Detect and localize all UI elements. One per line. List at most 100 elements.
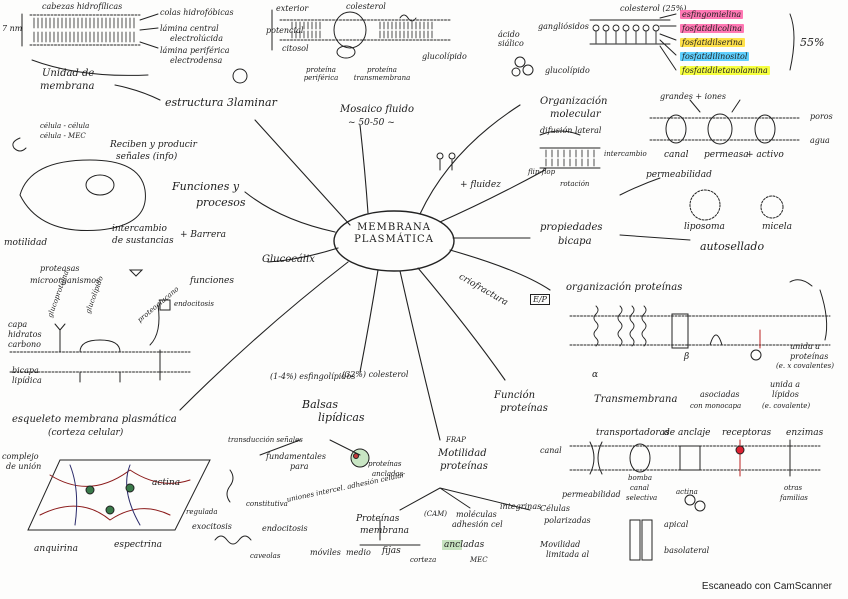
motility-branches — [359, 487, 653, 561]
label-glucocalix: Glucocálix — [262, 254, 315, 265]
label-flip-flop: flip-flop — [528, 168, 556, 176]
cell-sketch — [12, 137, 146, 232]
protein-organization — [569, 279, 831, 361]
label-esqueleto: esqueleto membrana plasmática — [12, 414, 177, 425]
label-barrera: + Barrera — [180, 230, 226, 240]
label-reciben: Reciben y producir — [110, 140, 197, 150]
label-bomba: bomba — [628, 474, 652, 482]
label-constitutiva: constitutiva — [246, 500, 288, 508]
label-anquirina: anquirina — [34, 544, 78, 554]
label-exocitosis: exocitosis — [192, 522, 232, 531]
label-lipidica: lipídica — [12, 376, 42, 385]
label-funcion-proteinas: proteínas — [500, 403, 548, 414]
label-proteina-periferica: proteína periférica — [303, 66, 339, 82]
label-carbono: carbono — [8, 340, 41, 349]
label-funciones-title: Funciones y — [172, 180, 240, 193]
label-gangliosidos: gangliósidos — [538, 22, 589, 31]
label-unida-proteinas: unida a — [790, 342, 821, 351]
label-hidratos: hidratos — [8, 330, 42, 339]
label-liposoma: liposoma — [684, 222, 725, 232]
label-autosellado: autosellado — [700, 240, 765, 253]
label-basolateral: basolateral — [664, 546, 710, 555]
label-senales: señales (info) — [116, 152, 178, 162]
label-molecular: molecular — [550, 109, 601, 120]
label-balsas-title: Balsas — [302, 398, 339, 411]
label-unida-lipidos: unida a — [770, 380, 801, 389]
label-funcion: Función — [494, 390, 536, 401]
label-unidad2: membrana — [40, 81, 95, 92]
label-balsas-lipidicas: lipídicas — [318, 411, 365, 424]
glycocalyx-diagram — [9, 269, 191, 383]
label-ancladas-balsas: ancladas — [372, 470, 404, 478]
label-sustancias: de sustancias — [112, 236, 174, 246]
label-transportadoras: transportadoras — [596, 428, 670, 438]
label-familias: familias — [780, 494, 808, 502]
label-frap: FRAP — [446, 436, 466, 444]
label-microorganismos: microorganismos — [30, 276, 101, 285]
label-corteza: (corteza celular) — [48, 428, 124, 438]
label-asociadas2: con monocapa — [690, 402, 742, 410]
label-membrana-mot: membrana — [360, 526, 409, 536]
label-glucolipido-mosaico: glucolípido — [422, 52, 467, 61]
label-cabezas: cabezas hidrofílicas — [42, 2, 123, 11]
label-corteza-mot: corteza — [410, 556, 437, 564]
label-canal-perm: canal — [664, 150, 689, 160]
label-organizacion-proteinas: organización proteínas — [566, 282, 683, 293]
protein-function-diagram — [569, 439, 821, 512]
label-permeabilidad: permeabilidad — [646, 170, 712, 180]
label-balsas-colesterol: (32%) colesterol — [342, 370, 409, 379]
label-balsas-esfingolipidos: (1-4%) esfingolípidos — [270, 372, 356, 381]
label-moviles: móviles — [310, 548, 341, 557]
label-permeasa: permeasa — [704, 150, 749, 160]
label-activo: + activo — [746, 150, 784, 160]
label-mosaico-ratio: ~ 50-50 ~ — [348, 118, 395, 128]
lipid-item-fosfatidilserina: fosfatidilserina — [680, 38, 745, 47]
label-integrinas: integrinas — [500, 502, 542, 511]
label-lamina-central: lámina central — [160, 24, 219, 33]
label-adhesion-cel: adhesión cel — [452, 520, 503, 529]
label-unida-proteinas3: (e. x covalentes) — [776, 362, 834, 370]
label-actina-func: actina — [676, 488, 698, 496]
label-para: para — [290, 462, 309, 471]
label-ancladas-mot: ancladas — [444, 540, 485, 550]
label-union: de unión — [6, 462, 42, 471]
center-ellipse — [333, 210, 455, 272]
bilayer-topleft — [21, 13, 248, 84]
label-estructura: estructura 3laminar — [165, 96, 277, 109]
label-lamina-periferica: lámina periférica — [160, 46, 230, 55]
label-selectiva: selectiva — [626, 494, 658, 502]
mosaic-membrane — [271, 9, 451, 59]
label-proteinas-membrana: Proteínas — [356, 514, 400, 524]
label-proteinas-ancladas: proteínas — [368, 460, 402, 468]
label-lamina-periferica2: electrodensa — [170, 56, 223, 65]
lipid-item-fosfatidilcolina: fosfatidilcolina — [680, 24, 744, 33]
label-transmembrana-org: Transmembrana — [594, 394, 678, 405]
label-anclaje: de anclaje — [664, 428, 711, 438]
label-micela: micela — [762, 222, 793, 232]
label-caveolas: caveolas — [250, 552, 281, 560]
label-unida-lipidos3: (e. covalente) — [762, 402, 811, 410]
label-mosaico-title: Mosaico fluido — [340, 104, 415, 115]
label-proteina-transmembrana: proteína transmembrana — [353, 66, 411, 82]
label-grandes-iones: grandes + iones — [660, 92, 726, 101]
label-celula-mec: célula - MEC — [40, 132, 86, 140]
label-celula-celula: célula - célula — [40, 122, 90, 130]
label-endocitosis-gluco: endocitosis — [174, 300, 214, 308]
label-cam: (CAM) — [424, 510, 448, 518]
label-fijas: fijas — [382, 546, 401, 556]
lipid-rafts — [214, 439, 370, 545]
label-propiedades: propiedades — [540, 222, 603, 233]
label-cara: E/P — [530, 294, 550, 305]
label-bicapa: bicapa — [558, 236, 592, 247]
label-otras: otras — [784, 484, 803, 492]
label-canal-func: canal — [540, 446, 562, 455]
label-bicapa-gluco: bicapa — [12, 366, 39, 375]
cytoskeleton-diagram — [27, 459, 211, 531]
lipid-item-fosfatidiletanolamina: fosfatidiletanolamina — [680, 66, 770, 75]
label-beta: β — [684, 352, 690, 362]
label-glucolipido-lipidos: glucolípido — [545, 66, 590, 75]
label-actina-esq: actina — [152, 478, 181, 488]
label-transduccion: transducción señales — [228, 436, 303, 444]
molecular-organization — [436, 130, 601, 171]
